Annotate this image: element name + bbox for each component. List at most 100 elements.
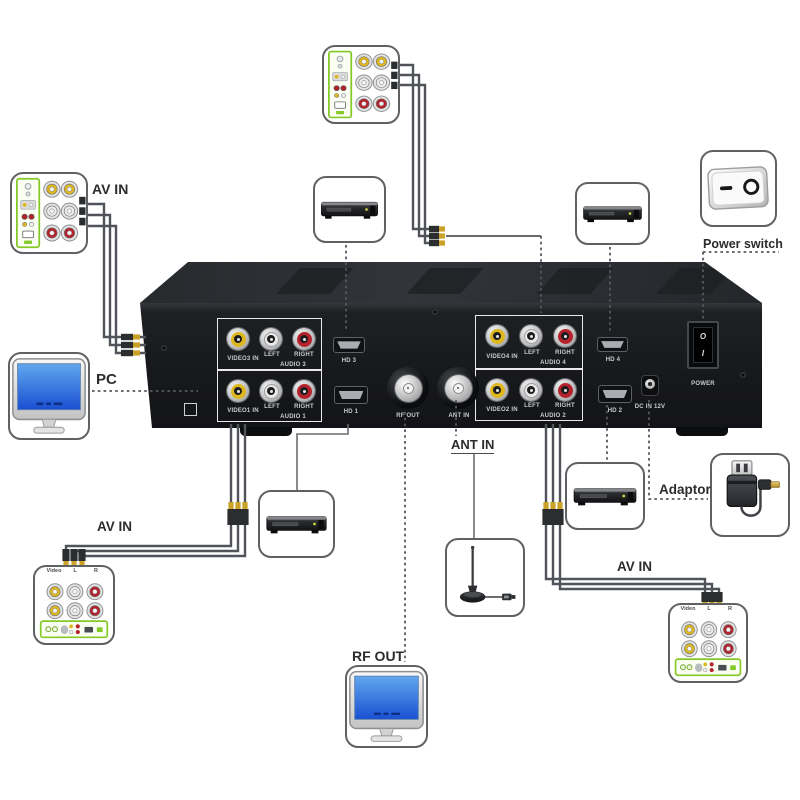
port-label-left: LEFT (264, 352, 280, 358)
hdmi-port-hd1 (334, 386, 368, 404)
screw (161, 345, 167, 351)
port-label-right: RIGHT (555, 403, 575, 409)
rca-group-video3: VIDEO3 IN LEFT RIGHT AUDIO 3 (217, 318, 322, 370)
port-label-right: RIGHT (294, 352, 314, 358)
rca-group-video4: VIDEO4 IN LEFT RIGHT AUDIO 4 (475, 315, 583, 369)
cable-bundle-top-center (400, 63, 541, 245)
label-rf-out: RF OUT (352, 648, 405, 664)
rca-jack-white (260, 380, 282, 402)
screw (432, 309, 438, 315)
av-wallplate-graphic (39, 583, 109, 639)
port-label-right: RIGHT (555, 350, 575, 356)
port-label-audio4: AUDIO 4 (540, 360, 566, 366)
rca-jack-red (554, 379, 576, 401)
port-label-video1: VIDEO1 IN (227, 408, 259, 414)
label-av-in-top-left: AV IN (92, 181, 129, 197)
panel-column-left: L (707, 606, 711, 612)
vent-slot (276, 268, 354, 294)
pc-monitor-box (8, 352, 90, 440)
panel-column-video: Video (680, 606, 696, 612)
power-on-symbol: I (701, 348, 705, 358)
vent-slot (406, 268, 484, 294)
port-label-hd2: HD 2 (607, 408, 623, 414)
dvd-player-icon (321, 201, 378, 219)
hdmi-port-hd4 (597, 337, 628, 352)
port-label-video3: VIDEO3 IN (227, 356, 259, 362)
hdmi-port-hd2 (598, 385, 632, 403)
port-label-video4: VIDEO4 IN (486, 354, 518, 360)
vent-slot (536, 268, 614, 294)
port-label-hd1: HD 1 (343, 409, 359, 415)
port-label-audio1: AUDIO 1 (280, 414, 306, 420)
vent-slot (656, 268, 734, 294)
rca-jack-red (554, 325, 576, 347)
dvd-player-box-top-right (575, 182, 650, 245)
port-label-left: LEFT (524, 403, 540, 409)
rca-jack-red (293, 328, 315, 350)
rca-jack-yellow (227, 380, 249, 402)
av-wallplate-graphic (15, 177, 86, 249)
av-wallplate-bottom-right (668, 603, 748, 683)
dvd-player-icon (266, 516, 327, 534)
panel-column-right: R (94, 568, 98, 574)
av-wallplate-top-left (10, 172, 88, 254)
rca-jack-red (293, 380, 315, 402)
dvd-player-icon (573, 488, 637, 506)
label-ant-in: ANT IN (451, 437, 495, 454)
tv-monitor-box (345, 665, 428, 748)
device-foot (240, 427, 292, 436)
rca-jack-white (520, 325, 542, 347)
power-off-symbol: O (699, 331, 707, 341)
ant-in-connector (437, 367, 479, 409)
power-adaptor-box (710, 453, 790, 537)
panel-column-right: R (728, 606, 732, 612)
label-adaptor: Adaptor (659, 482, 711, 497)
power-switch-icon (707, 166, 769, 210)
power-switch-box (700, 150, 777, 227)
cable-bundle-top-left (86, 202, 146, 355)
rca-jack-yellow (486, 325, 508, 347)
port-label-rf-out: RF OUT (396, 413, 420, 419)
cable-bundle-bottom-left (64, 424, 247, 567)
panel-column-left: L (73, 568, 77, 574)
screw (740, 372, 746, 378)
port-label-audio3: AUDIO 3 (280, 362, 306, 368)
rca-group-video1: VIDEO1 IN LEFT RIGHT AUDIO 1 (217, 370, 322, 422)
hdmi-port-hd3 (333, 337, 365, 353)
port-label-hd4: HD 4 (605, 357, 621, 363)
port-label-left: LEFT (524, 350, 540, 356)
usb-port (184, 403, 197, 416)
panel-column-video: Video (46, 568, 62, 574)
dvd-player-box-bottom-right (565, 462, 645, 530)
port-label-left: LEFT (264, 404, 280, 410)
dvd-player-box-top-center (313, 176, 386, 243)
av-wallplate-bottom-left (33, 565, 115, 645)
rf-out-connector (387, 367, 429, 409)
port-label-video2: VIDEO2 IN (486, 407, 518, 413)
dvd-player-box-bottom-left (258, 490, 335, 558)
port-label-hd3: HD 3 (341, 358, 357, 364)
port-label-dc: DC IN 12V (634, 404, 666, 410)
rca-jack-yellow (486, 379, 508, 401)
dvd-player-icon (583, 206, 642, 223)
rca-group-video2: VIDEO2 IN LEFT RIGHT AUDIO 2 (475, 369, 583, 421)
antenna-icon (459, 545, 516, 603)
monitor-icon (12, 358, 86, 434)
av-wallplate-top-center (322, 45, 400, 124)
device-foot (676, 427, 728, 436)
av-wallplate-graphic (327, 50, 398, 119)
antenna-box (445, 538, 525, 617)
rca-jack-white (520, 379, 542, 401)
rca-jack-white (260, 328, 282, 350)
rca-jack-yellow (227, 328, 249, 350)
port-label-right: RIGHT (294, 404, 314, 410)
label-av-in-bottom-left: AV IN (97, 519, 133, 534)
port-label-ant-in: ANT IN (448, 413, 470, 419)
port-label-power: POWER (691, 381, 715, 387)
dc-in-jack (641, 375, 659, 396)
label-power-switch: Power switch (703, 237, 783, 251)
label-av-in-bottom-right: AV IN (617, 559, 653, 574)
power-rocker-switch: O I (687, 321, 719, 369)
monitor-icon (349, 670, 424, 742)
